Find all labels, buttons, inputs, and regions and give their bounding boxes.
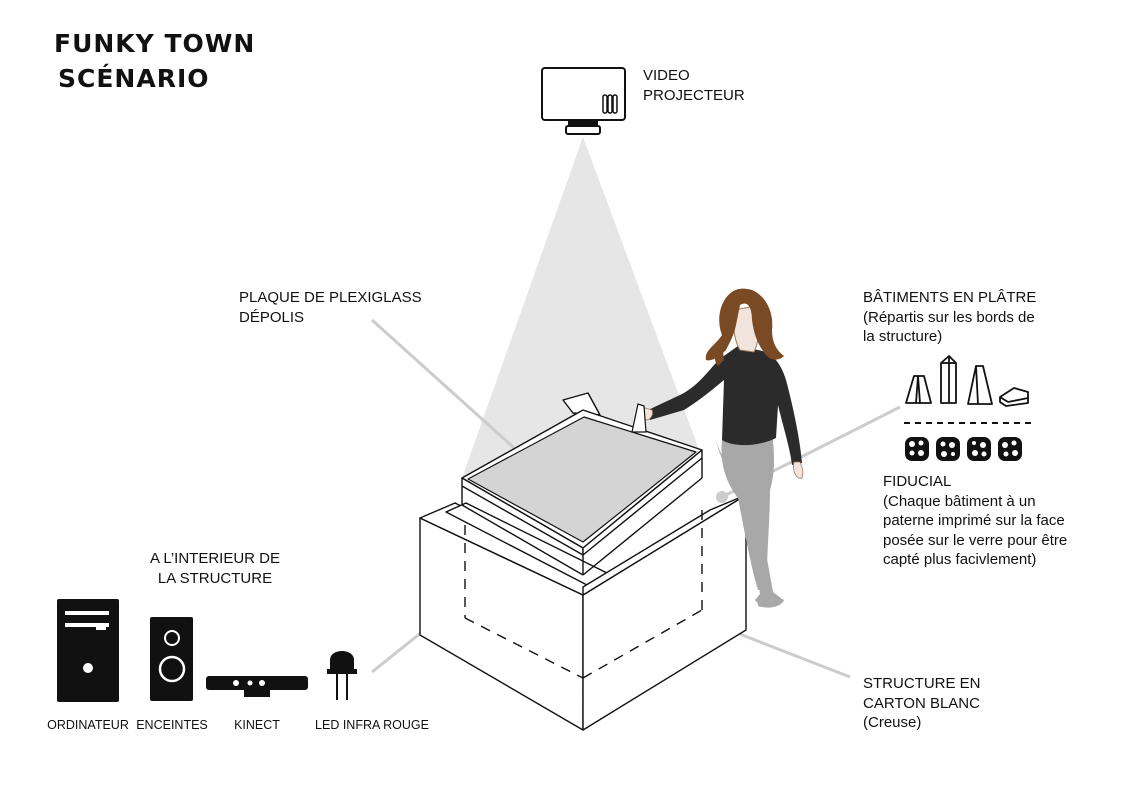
computer-label: ORDINATEUR [47, 718, 129, 732]
cardboard-structure [419, 392, 747, 731]
computer-icon [57, 599, 119, 702]
title-line-2: SCÉNARIO [58, 64, 210, 93]
interior-label: A L’INTERIEUR DE LA STRUCTURE [149, 550, 281, 587]
speaker-icon [150, 617, 193, 701]
kinect-label: KINECT [234, 718, 280, 732]
projection-beam [462, 137, 700, 478]
plexiglass-label: PLAQUE DE PLEXIGLASS DÉPOLIS [239, 289, 422, 326]
held-building-icon [631, 403, 647, 433]
page-title: FUNKY TOWN SCÉNARIO [54, 26, 255, 96]
led-icon [327, 651, 357, 700]
person-illustration [640, 288, 804, 608]
projector-label: VIDEO PROJECTEUR [643, 67, 745, 104]
building-icon [905, 355, 1029, 407]
fiducial-label: FIDUCIAL (Chaque bâtiment à un paterne i… [883, 473, 1068, 568]
buildings-label: BÂTIMENTS EN PLÂTRE (Répartis sur les bo… [863, 289, 1037, 345]
structure-label: STRUCTURE EN CARTON BLANC (Creuse) [863, 675, 981, 731]
speakers-label: ENCEINTES [136, 718, 208, 732]
fiducial-marker-icon [905, 437, 1022, 461]
title-line-1: FUNKY TOWN [54, 29, 256, 58]
kinect-icon [206, 676, 308, 697]
led-label: LED INFRA ROUGE [315, 718, 429, 732]
projector-icon [541, 67, 626, 135]
plexiglass-plate [461, 409, 703, 576]
